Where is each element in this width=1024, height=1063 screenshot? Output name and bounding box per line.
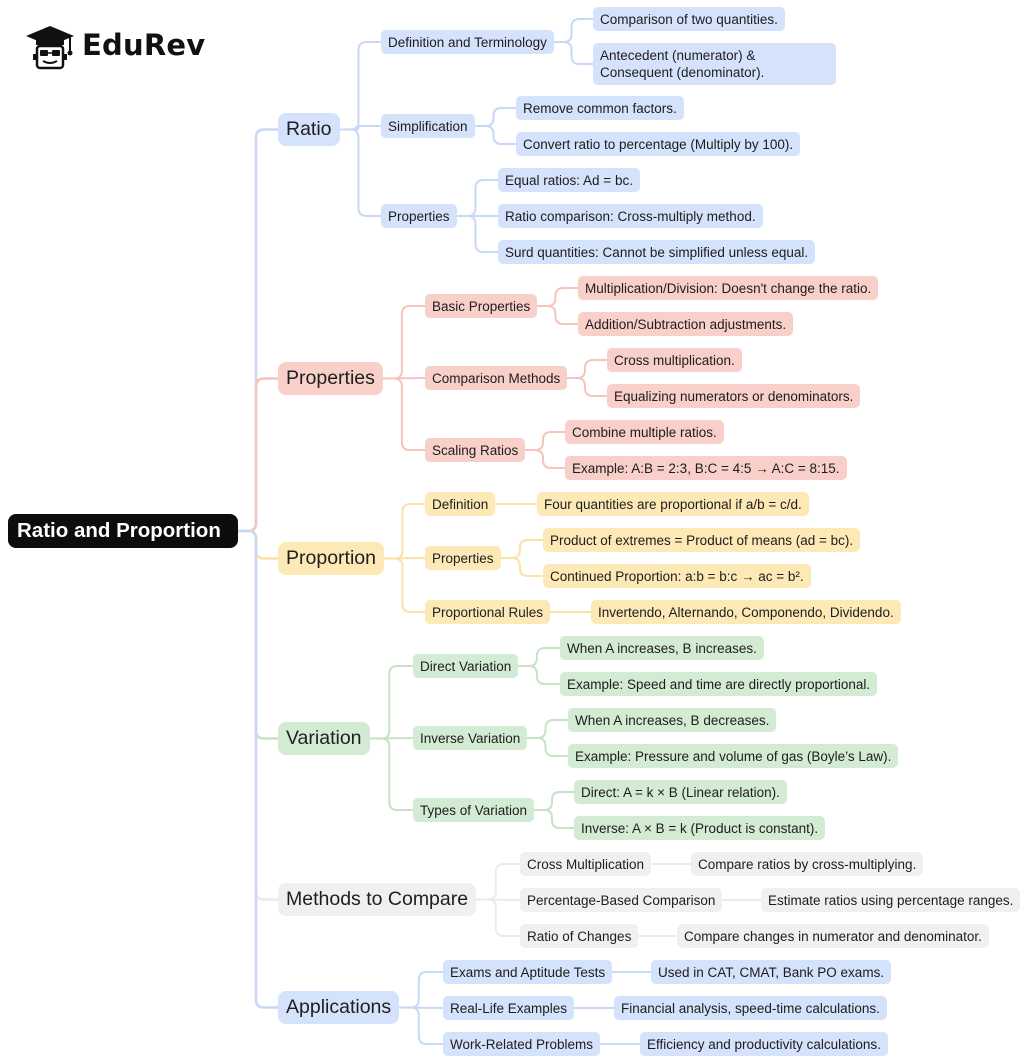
branch-applications: Applications	[278, 991, 400, 1024]
branch-ratio: Ratio	[278, 113, 340, 146]
branch-properties: Properties	[278, 362, 383, 395]
topic-basic-properties: Basic Properties	[425, 294, 538, 318]
leaf-node: Combine multiple ratios.	[565, 420, 724, 444]
root-node: Ratio and Proportion	[8, 514, 238, 548]
topic-percentage-based-comparison: Percentage-Based Comparison	[520, 888, 723, 912]
connector-line	[238, 529, 278, 1009]
connector-line	[518, 665, 560, 685]
connector-line	[238, 377, 278, 533]
connector-line	[475, 125, 516, 145]
connector-line	[527, 719, 568, 739]
connector-line	[501, 539, 543, 559]
connector-line	[399, 971, 443, 1009]
connector-line	[534, 809, 574, 829]
leaf-node: Convert ratio to percentage (Multiply by…	[516, 132, 801, 156]
connector-line	[340, 125, 381, 131]
leaf-node: Four quantities are proportional if a/b …	[537, 492, 809, 516]
leaf-node: Direct: A = k × B (Linear relation).	[574, 780, 787, 804]
topic-definition-terminology: Definition and Terminology	[381, 30, 554, 54]
topic-proportion-properties: Properties	[425, 546, 501, 570]
connector-line	[340, 41, 381, 131]
connector-line	[525, 449, 565, 469]
connector-line	[384, 557, 425, 613]
leaf-node: Example: A:B = 2:3, B:C = 4:5 → A:C = 8:…	[565, 456, 847, 480]
connector-line	[527, 737, 568, 757]
branch-variation: Variation	[278, 722, 370, 755]
leaf-node: Invertendo, Alternando, Componendo, Divi…	[591, 600, 901, 624]
edurev-logo: EduRev	[24, 24, 206, 72]
leaf-node: Addition/Subtraction adjustments.	[578, 312, 794, 336]
connector-line	[475, 107, 516, 127]
leaf-node: Antecedent (numerator) & Consequent (den…	[593, 43, 836, 85]
connector-line	[476, 863, 520, 901]
topic-types-of-variation: Types of Variation	[413, 798, 535, 822]
branch-methods-to-compare: Methods to Compare	[278, 883, 477, 916]
topic-exams-aptitude-tests: Exams and Aptitude Tests	[443, 960, 613, 984]
connector-line	[238, 529, 278, 740]
leaf-node: Continued Proportion: a:b = b:c → ac = b…	[543, 564, 811, 588]
connector-line	[567, 377, 607, 397]
leaf-node: Compare changes in numerator and denomin…	[677, 924, 989, 948]
topic-scaling-ratios: Scaling Ratios	[425, 438, 526, 462]
connector-line	[238, 529, 278, 560]
leaf-node: Example: Speed and time are directly pro…	[560, 672, 878, 696]
connector-line	[238, 529, 278, 901]
leaf-node: When A increases, B decreases.	[568, 708, 777, 732]
connector-line	[537, 305, 578, 325]
connector-line	[370, 665, 413, 740]
connector-line	[383, 377, 425, 451]
leaf-node: Inverse: A × B = k (Product is constant)…	[574, 816, 826, 840]
leaf-node: Example: Pressure and volume of gas (Boy…	[568, 744, 899, 768]
branch-proportion: Proportion	[278, 542, 384, 575]
topic-proportional-rules: Proportional Rules	[425, 600, 551, 624]
connector-line	[340, 128, 381, 217]
topic-definition: Definition	[425, 492, 496, 516]
graduation-cap-icon	[26, 26, 74, 70]
connector-line	[238, 128, 278, 533]
leaf-node: Product of extremes = Product of means (…	[543, 528, 861, 552]
leaf-node: Financial analysis, speed-time calculati…	[614, 996, 887, 1020]
leaf-node: Remove common factors.	[516, 96, 684, 120]
leaf-node: Cross multiplication.	[607, 348, 742, 372]
connector-line	[384, 503, 425, 560]
connector-line	[476, 898, 520, 937]
brand-name: EduRev	[82, 28, 206, 62]
leaf-node: Comparison of two quantities.	[593, 7, 785, 31]
leaf-node: Used in CAT, CMAT, Bank PO exams.	[651, 960, 892, 984]
connector-line	[525, 431, 565, 451]
leaf-node: Equal ratios: Ad = bc.	[498, 168, 640, 192]
leaf-node: Ratio comparison: Cross-multiply method.	[498, 204, 763, 228]
leaf-node: Equalizing numerators or denominators.	[607, 384, 861, 408]
connector-line	[518, 647, 560, 667]
topic-comparison-methods: Comparison Methods	[425, 366, 568, 390]
topic-inverse-variation: Inverse Variation	[413, 726, 528, 750]
leaf-node: Surd quantities: Cannot be simplified un…	[498, 240, 816, 264]
topic-work-related-problems: Work-Related Problems	[443, 1032, 601, 1056]
connector-line	[383, 305, 425, 380]
topic-direct-variation: Direct Variation	[413, 654, 519, 678]
connector-line	[567, 359, 607, 379]
leaf-node: Compare ratios by cross-multiplying.	[691, 852, 924, 876]
connector-line	[457, 215, 498, 253]
topic-real-life-examples: Real-Life Examples	[443, 996, 575, 1020]
leaf-node: Efficiency and productivity calculations…	[640, 1032, 888, 1056]
topic-simplification: Simplification	[381, 114, 475, 138]
connector-line	[554, 41, 593, 65]
leaf-node: Estimate ratios using percentage ranges.	[761, 888, 1021, 912]
connector-line	[537, 287, 578, 307]
leaf-node: When A increases, B increases.	[560, 636, 764, 660]
connector-line	[399, 1006, 443, 1045]
connector-line	[370, 737, 413, 811]
topic-cross-multiplication: Cross Multiplication	[520, 852, 652, 876]
connector-line	[501, 557, 543, 577]
topic-ratio-properties: Properties	[381, 204, 457, 228]
connector-line	[457, 179, 498, 217]
connector-line	[554, 18, 593, 43]
leaf-node: Multiplication/Division: Doesn't change …	[578, 276, 879, 300]
connector-line	[534, 791, 574, 811]
topic-ratio-of-changes: Ratio of Changes	[520, 924, 639, 948]
